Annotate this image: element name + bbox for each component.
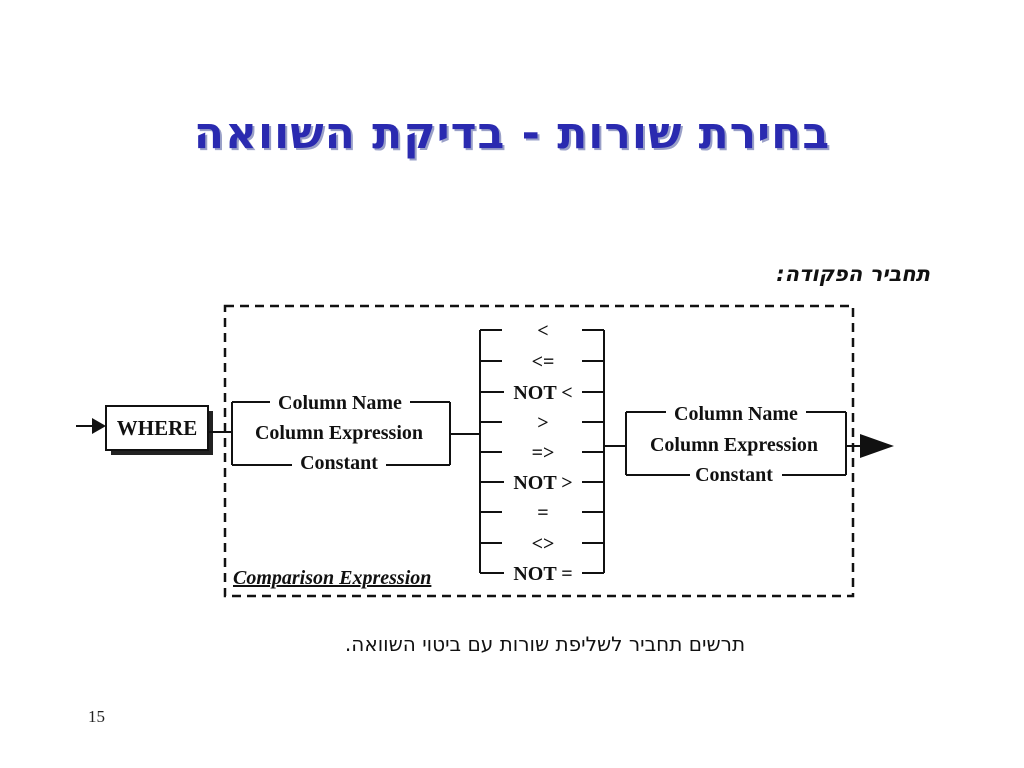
operator-gt: >	[537, 412, 548, 434]
operator-not-gt: NOT >	[513, 472, 572, 494]
right-operand-constant: Constant	[695, 464, 773, 486]
comparison-expression-label: Comparison Expression	[233, 567, 431, 589]
syntax-subtitle: תחביר הפקודה:	[776, 262, 930, 286]
operator-group: < <= NOT < > => NOT > = <> NOT =	[479, 320, 605, 585]
slide-title: בחירת שורות - בדיקת השוואה	[193, 108, 831, 159]
right-operand-column-expression: Column Expression	[650, 434, 818, 456]
right-operand-column-name: Column Name	[674, 403, 798, 425]
exit-arrowhead	[860, 434, 894, 458]
operator-le: <=	[532, 351, 555, 373]
page-number: 15	[88, 707, 105, 726]
operator-not-lt: NOT <	[513, 382, 572, 404]
left-operand-constant: Constant	[300, 452, 378, 474]
where-box	[105, 405, 209, 451]
operator-lt: <	[537, 320, 548, 342]
left-operand-column-name: Column Name	[278, 392, 402, 414]
operator-ge: =>	[532, 442, 555, 464]
entry-arrowhead	[92, 418, 106, 434]
operator-not-eq: NOT =	[513, 563, 572, 585]
operator-stubs	[480, 329, 604, 574]
left-operand-group: Column Name Column Expression Constant	[231, 392, 451, 474]
operator-eq: =	[537, 502, 548, 524]
left-operand-column-expression: Column Expression	[255, 422, 423, 444]
where-label: WHERE	[117, 416, 198, 440]
comparison-expression-frame	[223, 304, 855, 598]
right-operand-group: Column Name Column Expression Constant	[625, 403, 847, 486]
diagram-caption: תרשים תחביר לשליפת שורות עם ביטוי השוואה…	[344, 632, 746, 656]
operator-ne: <>	[532, 533, 555, 555]
